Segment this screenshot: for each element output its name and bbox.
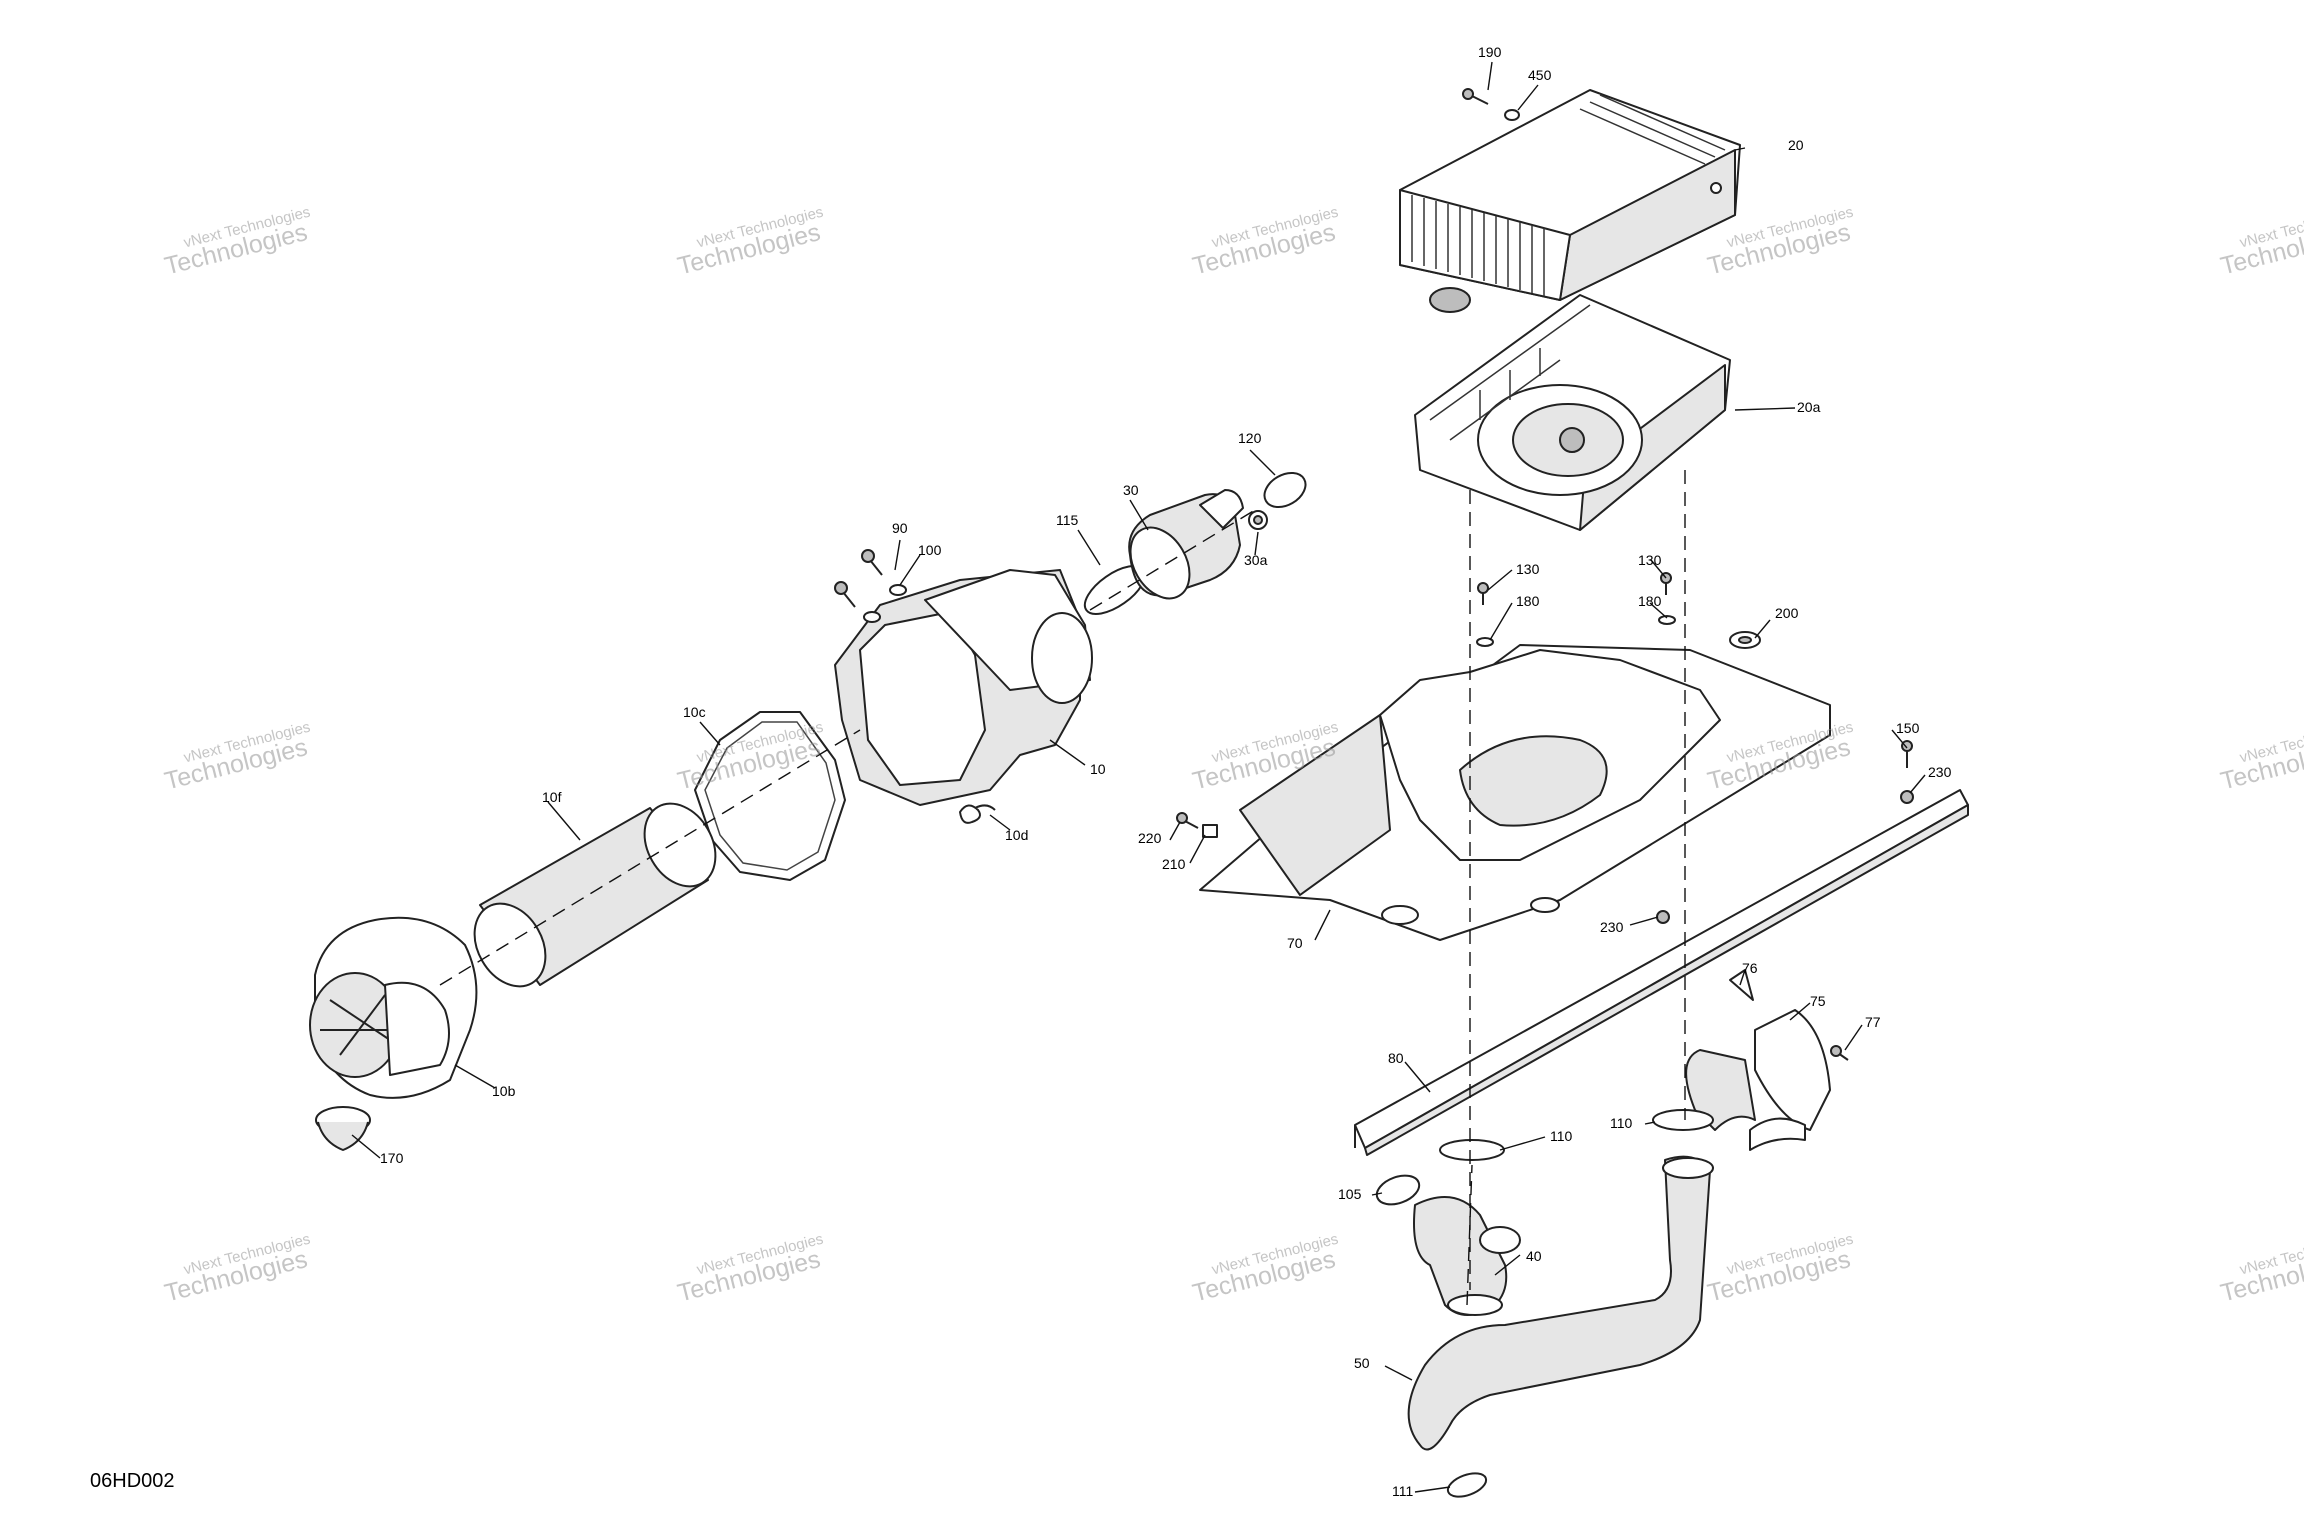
- figure-code: 06HD002: [90, 1470, 175, 1492]
- screw-part-220: [1176, 812, 1199, 829]
- bracket-part-75: [1749, 1009, 1831, 1151]
- callout-50: 50: [1354, 1355, 1370, 1371]
- callout-77: 77: [1865, 1014, 1881, 1030]
- assembly-lines: [439, 470, 1686, 1306]
- callout-450: 450: [1528, 67, 1552, 83]
- filter-element-part-10f: [473, 802, 717, 988]
- intercooler-part-20: [1399, 89, 1741, 313]
- callout-130-left: 130: [1516, 561, 1540, 577]
- callout-100: 100: [918, 542, 942, 558]
- duct-cap-part-170: [315, 1106, 371, 1151]
- clamp-part-110: [1439, 1109, 1714, 1161]
- leader-lines: [351, 61, 1926, 1493]
- callout-130-right: 130: [1638, 552, 1662, 568]
- screw-part-150: [1901, 740, 1913, 768]
- callout-10b: 10b: [492, 1083, 516, 1099]
- callout-230-lower: 230: [1600, 919, 1624, 935]
- screw-part-90: [834, 549, 883, 608]
- air-box-part-10: [834, 569, 1093, 806]
- clamp-part-111: [1446, 1472, 1488, 1498]
- screw-part-130: [1477, 572, 1672, 605]
- screw-part-77: [1830, 1045, 1849, 1061]
- callout-70: 70: [1287, 935, 1303, 951]
- callout-210: 210: [1162, 856, 1186, 872]
- callout-200: 200: [1775, 605, 1799, 621]
- callout-30: 30: [1123, 482, 1139, 498]
- callout-220: 220: [1138, 830, 1162, 846]
- rail-part-80: [1354, 789, 1969, 1156]
- intake-hose-part-50: [1407, 1155, 1714, 1451]
- callout-230-upper: 230: [1928, 764, 1952, 780]
- elbow-hose-part-40: [1413, 1196, 1521, 1316]
- callout-10f: 10f: [542, 789, 562, 805]
- callout-120: 120: [1238, 430, 1262, 446]
- clamp-part-120: [1263, 471, 1307, 509]
- callout-190: 190: [1478, 44, 1502, 60]
- callout-150: 150: [1896, 720, 1920, 736]
- washer-part-450: [1504, 109, 1520, 121]
- callout-110-left: 110: [1550, 1128, 1573, 1144]
- callout-30a: 30a: [1244, 552, 1268, 568]
- callout-20: 20: [1788, 137, 1804, 153]
- callout-115: 115: [1056, 512, 1079, 528]
- inlet-cover-part-10b: [309, 916, 478, 1099]
- callout-170: 170: [380, 1150, 404, 1166]
- nut-part-210: [1202, 824, 1218, 838]
- nipple-part-30a: [1248, 510, 1268, 530]
- callout-10d: 10d: [1005, 827, 1028, 843]
- callout-10: 10: [1090, 761, 1106, 777]
- callout-labels: 190 450 20 20a 120 30 30a 115 90 100 10 …: [380, 44, 1952, 1499]
- washer-part-100: [863, 584, 907, 623]
- callout-105: 105: [1338, 1186, 1362, 1202]
- tray-part-70: [1199, 644, 1831, 941]
- clamp-part-105: [1375, 1174, 1421, 1206]
- bracket-part-76: [1685, 969, 1756, 1131]
- washer-part-180: [1476, 615, 1676, 647]
- grommet-part-200: [1729, 631, 1761, 649]
- callout-10c: 10c: [683, 704, 706, 720]
- callout-180-right: 180: [1638, 593, 1662, 609]
- callout-111: 111: [1392, 1483, 1413, 1499]
- callout-90: 90: [892, 520, 908, 536]
- callout-20a: 20a: [1797, 399, 1821, 415]
- callout-75: 75: [1810, 993, 1826, 1009]
- fan-shroud-part-20a: [1414, 294, 1731, 531]
- callout-180-left: 180: [1516, 593, 1540, 609]
- callout-76: 76: [1742, 960, 1758, 976]
- callout-40: 40: [1526, 1248, 1542, 1264]
- gasket-part-10c: [694, 711, 846, 881]
- callout-80: 80: [1388, 1050, 1404, 1066]
- clip-part-10d: [959, 804, 996, 824]
- bolt-part-190: [1462, 88, 1489, 105]
- callout-110-right: 110: [1610, 1115, 1633, 1131]
